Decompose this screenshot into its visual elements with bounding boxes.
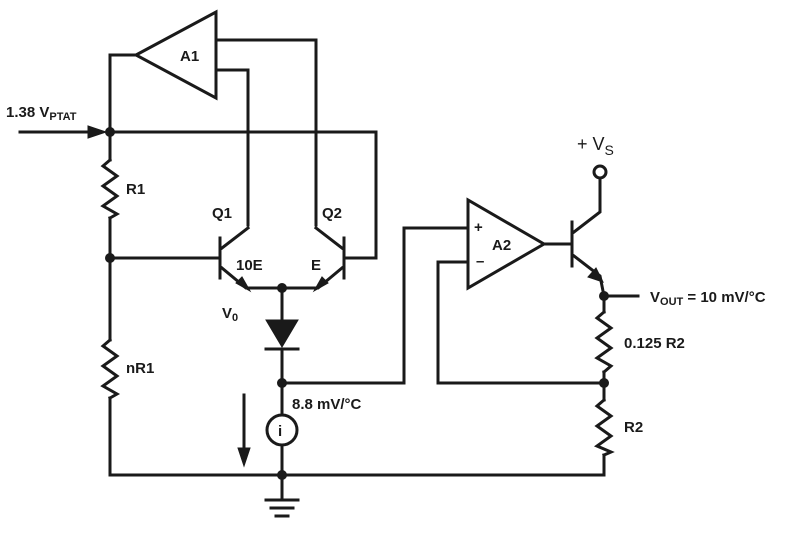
q3-emitter-arrow — [587, 267, 604, 283]
q1-collector — [219, 225, 251, 251]
amp-a1-label: A1 — [180, 48, 199, 65]
wire-a2-minus-feedback — [436, 260, 606, 385]
amp-a2-plus: + — [474, 219, 483, 236]
q1-emitter-label: 10E — [236, 257, 263, 274]
resistor-r1 — [100, 157, 121, 221]
resistor-0125-r2 — [594, 309, 614, 375]
wire-left-rail-lower — [108, 396, 606, 477]
q3-collector — [571, 176, 602, 235]
r-bottom-label: R2 — [624, 419, 643, 436]
wire-a1-inputs — [214, 38, 318, 227]
junction-divider — [599, 378, 609, 388]
q2-emitter-label: E — [311, 257, 321, 274]
resistor-r2 — [593, 397, 615, 457]
v0-label: V0 — [222, 305, 238, 324]
junction-emitters — [277, 283, 287, 293]
amp-a2-label: A2 — [492, 237, 511, 254]
junction-diode-node — [277, 378, 287, 388]
supply-label: + VS — [577, 134, 614, 158]
wire-a1-output — [108, 53, 138, 134]
wire-a1-input-q1 — [214, 68, 250, 227]
supply-terminal — [592, 164, 608, 180]
amplifier-a1 — [132, 9, 218, 101]
junction-ground — [277, 470, 287, 480]
nr1-label: nR1 — [126, 360, 154, 377]
amp-a2-minus: – — [476, 253, 484, 270]
amplifier-a2 — [466, 197, 547, 291]
wire-node-to-a2-plus — [280, 226, 470, 385]
diode-node-label: 8.8 mV/°C — [292, 396, 362, 413]
q1-label: Q1 — [212, 205, 232, 222]
junction-vout — [599, 291, 609, 301]
current-source-label: i — [278, 423, 282, 440]
junction-q1-base — [105, 253, 115, 263]
r-top-label: 0.125 R2 — [624, 335, 685, 352]
input-label: 1.38 VPTAT — [6, 104, 77, 123]
q2-label: Q2 — [322, 205, 342, 222]
q1-emitter-arrow — [235, 276, 252, 293]
wire-ptat-bus — [108, 130, 378, 260]
diode-triangle — [265, 319, 299, 348]
q2-emitter-arrow — [312, 276, 329, 293]
resistor-nr1 — [100, 337, 121, 401]
q2-collector — [313, 225, 345, 251]
r1-label: R1 — [126, 181, 145, 198]
input-arrow-head — [87, 125, 108, 139]
current-arrow-head — [237, 447, 251, 468]
vout-label: VOUT = 10 mV/°C — [650, 289, 766, 308]
junction-ptat — [105, 127, 115, 137]
